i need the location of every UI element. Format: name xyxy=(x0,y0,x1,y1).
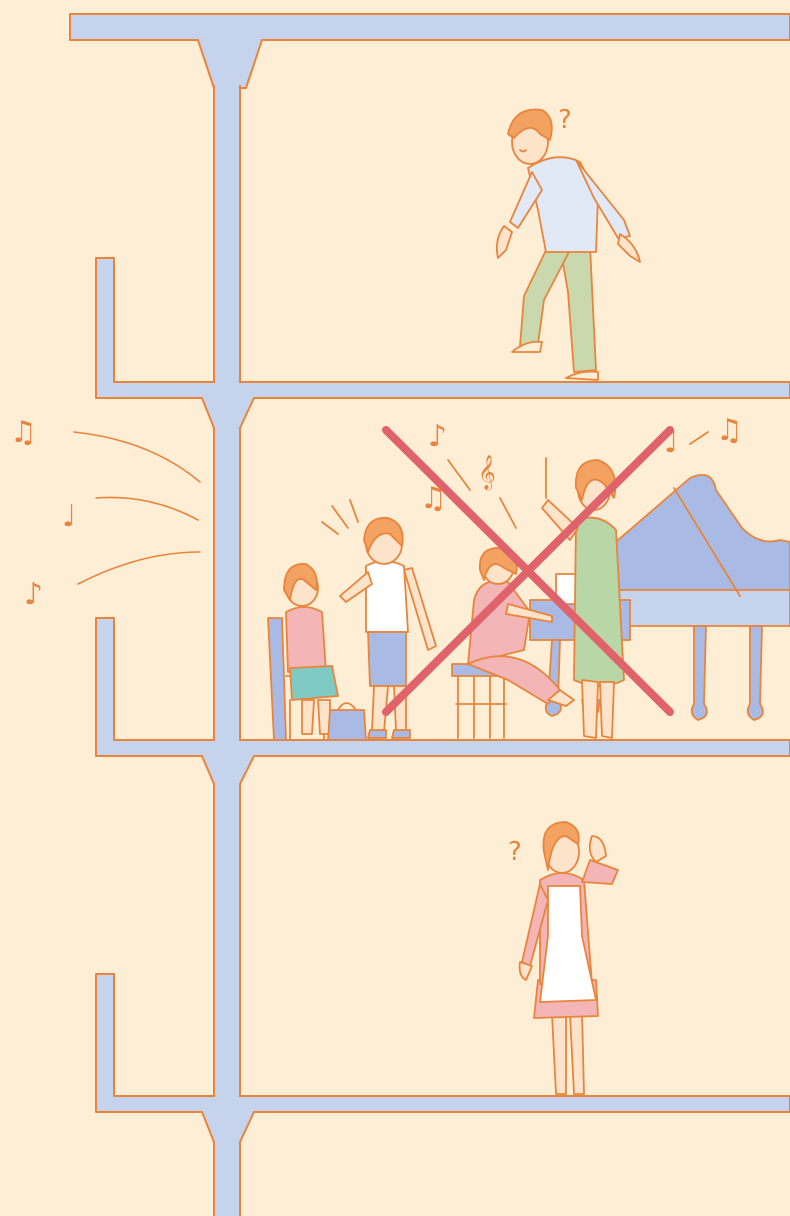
floor-slab-3 xyxy=(96,974,790,1142)
neighbor-man-upstairs: ? xyxy=(497,105,640,380)
roof-slab xyxy=(70,14,790,88)
question-mark-icon: ? xyxy=(558,105,572,135)
floor-slab-2 xyxy=(96,618,790,784)
music-note-icon: ♪ xyxy=(24,577,43,612)
sound-waves xyxy=(74,432,200,584)
floor-slab-1 xyxy=(96,258,790,428)
grand-piano xyxy=(530,475,790,720)
music-note-icon: ♩ xyxy=(62,499,76,534)
central-column xyxy=(214,86,240,1216)
escaping-notes: ♫ ♩ ♪ xyxy=(10,415,76,612)
neighbor-woman-downstairs: ? xyxy=(508,822,618,1094)
middle-floor-scene: ♪ ♫ 𝄞 ♩ ♫ xyxy=(268,413,790,740)
music-note-icon: ♪ xyxy=(428,419,447,454)
music-note-icon: ♫ xyxy=(716,413,743,448)
treble-clef-icon: 𝄞 xyxy=(478,455,496,491)
music-note-icon: ♫ xyxy=(10,415,37,450)
question-mark-icon: ? xyxy=(508,837,522,867)
